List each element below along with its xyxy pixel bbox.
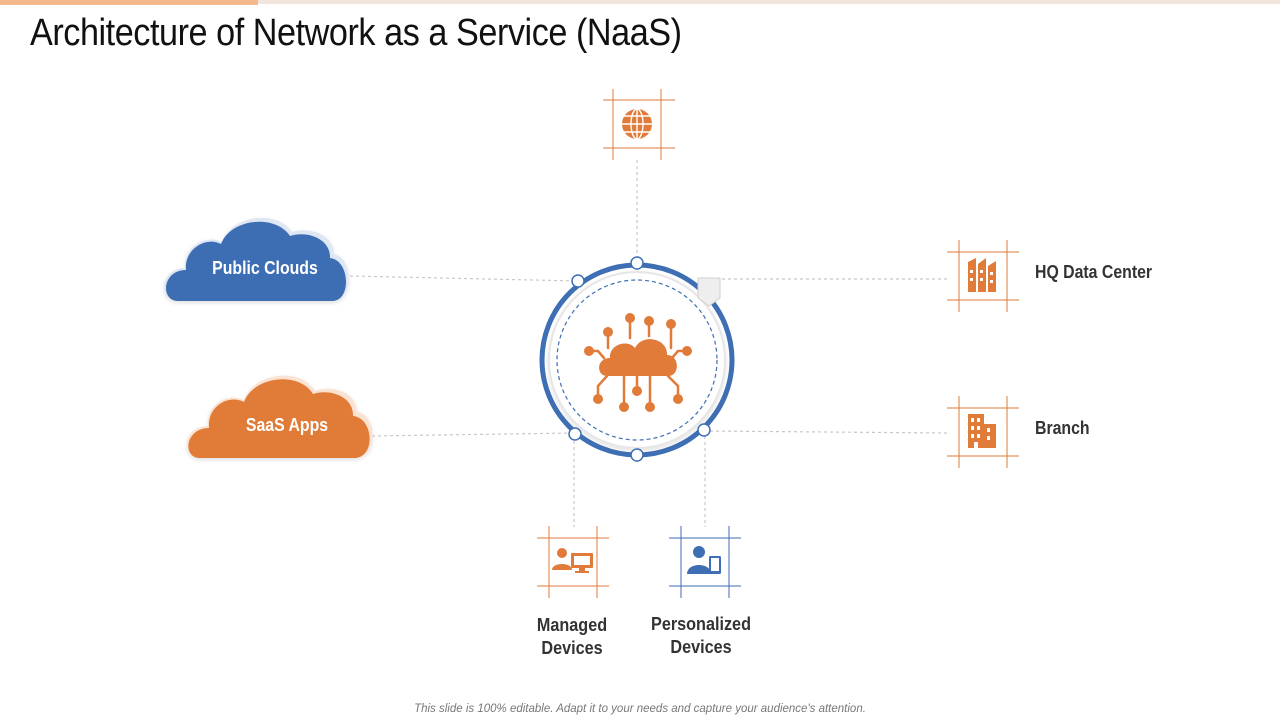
personalized-devices-label: Personalized Devices bbox=[638, 613, 764, 659]
globe-icon bbox=[622, 108, 652, 140]
page-title: Architecture of Network as a Service (Na… bbox=[30, 12, 682, 54]
branch-label: Branch bbox=[1035, 418, 1090, 438]
data-center-building-icon bbox=[968, 258, 996, 292]
managed-node-frame bbox=[537, 526, 609, 598]
connector-public-clouds bbox=[349, 275, 579, 282]
user-mobile-icon bbox=[687, 546, 721, 574]
public-clouds-cloud bbox=[164, 217, 349, 301]
managed-devices-label-line2: Devices bbox=[541, 638, 603, 658]
personalized-devices-label-line1: Personalized bbox=[651, 614, 751, 634]
hub-node-upper-left bbox=[571, 274, 585, 288]
branch-node-frame bbox=[947, 396, 1019, 468]
hub-node-lower-right bbox=[697, 423, 711, 437]
connector-branch bbox=[703, 430, 949, 434]
managed-devices-label-line1: Managed bbox=[536, 615, 608, 635]
personalized-devices-label-line2: Devices bbox=[670, 637, 732, 657]
hub-tab-marker bbox=[697, 277, 721, 307]
top-accent-bar bbox=[0, 0, 258, 5]
saas-apps-label: SaaS Apps bbox=[245, 415, 329, 435]
connector-saas-apps bbox=[371, 432, 575, 437]
public-clouds-label: Public Clouds bbox=[212, 258, 318, 278]
footer-note: This slide is 100% editable. Adapt it to… bbox=[414, 703, 866, 715]
hub-node-top bbox=[630, 256, 644, 270]
hq-data-center-label: HQ Data Center bbox=[1035, 262, 1153, 282]
office-building-icon bbox=[968, 414, 996, 448]
personalized-node-frame bbox=[669, 526, 741, 598]
saas-apps-cloud bbox=[186, 375, 373, 458]
hub-node-lower-left bbox=[568, 427, 582, 441]
connector-lines bbox=[349, 160, 949, 527]
cloud-network-icon bbox=[584, 313, 692, 412]
top-rule bbox=[0, 0, 1280, 4]
top-node-frame bbox=[603, 89, 675, 160]
hq-node-frame bbox=[947, 240, 1019, 312]
user-desktop-icon bbox=[552, 548, 593, 573]
hub-node-bottom bbox=[630, 448, 644, 462]
managed-devices-label: Managed Devices bbox=[509, 614, 635, 660]
